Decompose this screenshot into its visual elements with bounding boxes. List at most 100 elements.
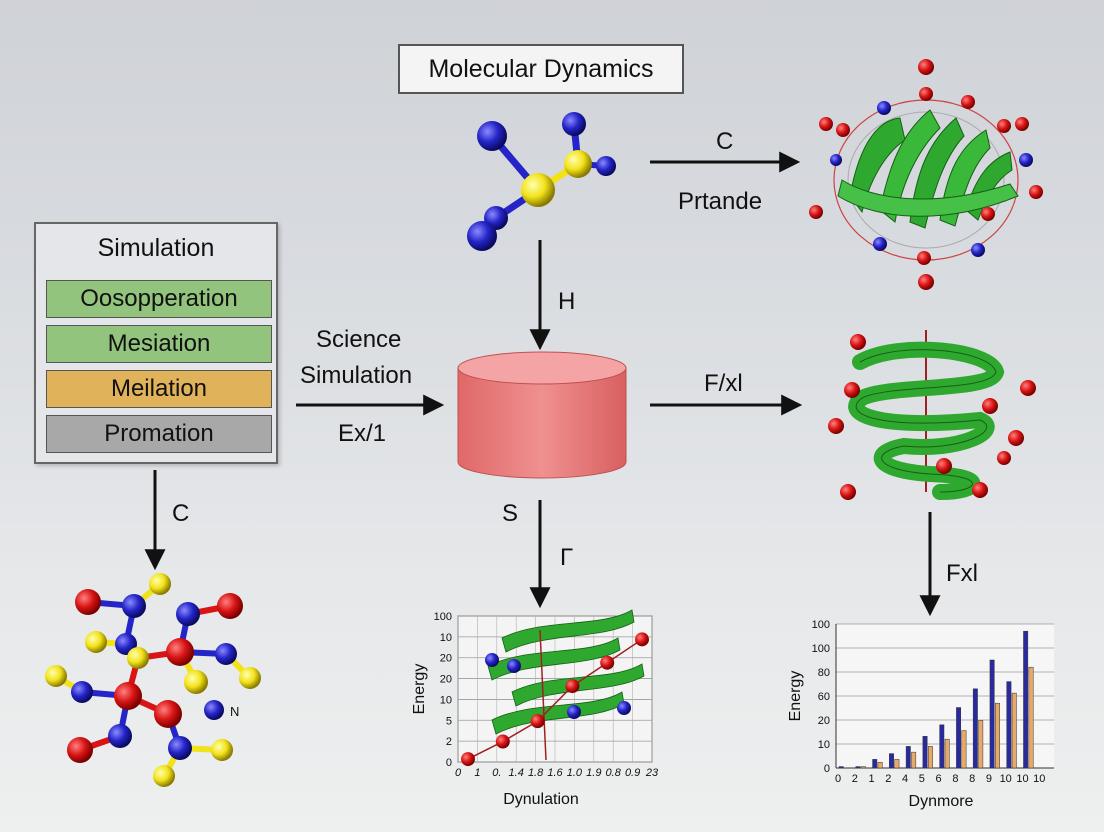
chart2-bar (860, 766, 866, 769)
chart1-x-tick: 1.0 (567, 767, 583, 779)
chart1-data-point (461, 752, 475, 767)
chart2-bar (889, 753, 894, 769)
chart2-bar (995, 702, 1000, 769)
chart2-x-label: Dynmore (909, 793, 974, 810)
chart2-bar (1006, 681, 1012, 769)
chart2-bar (972, 688, 978, 769)
chart1-data-point (635, 632, 649, 647)
chart1-x-tick: 0 (455, 767, 462, 779)
chart1-data-point (495, 734, 510, 749)
label-fxl-down: Fxl (946, 560, 978, 587)
chart2-x-tick: 10 (1033, 773, 1045, 785)
label-ex1: Ex/1 (338, 420, 387, 447)
chart1-protein-overlay (487, 609, 645, 761)
label-fxl-right: F/xl (704, 370, 743, 397)
chart2-x-tick: 0 (835, 773, 841, 785)
chart2-y-tick: 10 (818, 739, 830, 751)
chart2-x-tick: 10 (1000, 773, 1012, 785)
chart1-y-tick: 10 (440, 632, 452, 644)
database-cylinder (457, 351, 627, 479)
chart2-y-tick: 60 (818, 691, 830, 703)
chart1-y-tick: 20 (440, 653, 452, 665)
label-prtande: Prtande (678, 188, 763, 215)
chart2-bar (978, 720, 984, 769)
label-c-left: C (172, 500, 190, 527)
chart2-bar (939, 724, 945, 769)
diagram-title: Molecular Dynamics (398, 44, 684, 94)
chart2-bar (838, 766, 844, 769)
chart1-x-tick: 1.4 (509, 767, 524, 779)
atom-cluster-icon (45, 573, 261, 787)
chart1-blue-atom (507, 659, 521, 673)
chart2-x-tick: 10 (1016, 773, 1028, 785)
chart2-bar (877, 761, 883, 769)
chart2-bar (1023, 630, 1029, 769)
chart2-bar (927, 746, 933, 769)
panel-item-meilation: Meilation (46, 370, 272, 408)
chart1-blue-atom (617, 701, 631, 715)
chart2-bar (989, 659, 995, 769)
chart1-y-label: Energy (411, 664, 428, 715)
chart2-y-tick: 80 (818, 667, 830, 679)
chart2-bar (1011, 692, 1017, 769)
chart2-x-tick: 9 (986, 773, 992, 785)
chart2-bar (894, 759, 900, 769)
chart1-ribbon (487, 637, 621, 681)
chart2-bar (905, 746, 911, 769)
chart2-x-tick: 8 (969, 773, 975, 785)
chart1-x-tick: 23 (645, 767, 659, 779)
chart1-y-tick: 5 (446, 715, 452, 727)
small-molecule-icon (467, 112, 616, 251)
label-gamma: Γ (560, 544, 574, 571)
chart2-y-tick: 100 (812, 643, 830, 655)
chart2-y-tick: 0 (824, 763, 830, 775)
chart2-bar (1028, 666, 1034, 769)
label-science: Science (316, 326, 402, 353)
chart2-bar (956, 707, 962, 769)
chart2-x-tick: 2 (852, 773, 858, 785)
chart2-x-tick: 5 (919, 773, 925, 785)
panel-item-promation: Promation (46, 415, 272, 453)
chart1-data-point (600, 655, 615, 670)
chart2-bar (855, 766, 861, 769)
chart2-x-tick: 8 (952, 773, 958, 785)
chart1-blue-atom (485, 653, 499, 667)
chart1-y-tick: 20 (440, 674, 452, 686)
panel-item-mesiation: Mesiation (46, 325, 272, 363)
label-c-top: C (716, 128, 734, 155)
chart2-x-tick: 2 (885, 773, 891, 785)
chart1-axis-line (539, 629, 547, 761)
chart1-y-tick: 100 (434, 611, 452, 623)
chart2-y-tick: 20 (818, 715, 830, 727)
chart1-ribbon (501, 609, 635, 653)
label-n: N (230, 704, 240, 719)
label-s: S (502, 500, 519, 527)
chart1-x-tick: 0.8 (606, 767, 622, 779)
chart2-bar (944, 738, 950, 769)
chart2-y-tick: 100 (812, 619, 830, 631)
chart1-y-tick: 10 (440, 694, 452, 706)
chart2-bar (911, 751, 917, 769)
label-h: H (558, 288, 576, 315)
chart1-x-tick: 1.6 (547, 767, 563, 779)
chart1-blue-atom (567, 705, 581, 719)
protein-structure-icon (809, 59, 1043, 290)
chart2-y-label: Energy (787, 671, 804, 722)
chart1-x-tick: 0.9 (625, 767, 640, 779)
chart2-x-tick: 6 (936, 773, 942, 785)
chart2-x-tick: 1 (868, 773, 874, 785)
chart1-x-label: Dynulation (503, 791, 579, 808)
chart1-x-tick: 1 (474, 767, 480, 779)
chart2-bar (872, 759, 878, 769)
helix-protein-icon (828, 330, 1036, 500)
chart1-x-tick: 0. (492, 767, 501, 779)
chart2-x-tick: 4 (902, 773, 908, 785)
panel-item-oosopperation: Oosopperation (46, 280, 272, 318)
chart2-bar (922, 736, 928, 769)
simulation-panel: Simulation Oosopperation Mesiation Meila… (34, 222, 278, 464)
chart2-bar (961, 730, 967, 769)
chart1-data-point (565, 679, 580, 694)
